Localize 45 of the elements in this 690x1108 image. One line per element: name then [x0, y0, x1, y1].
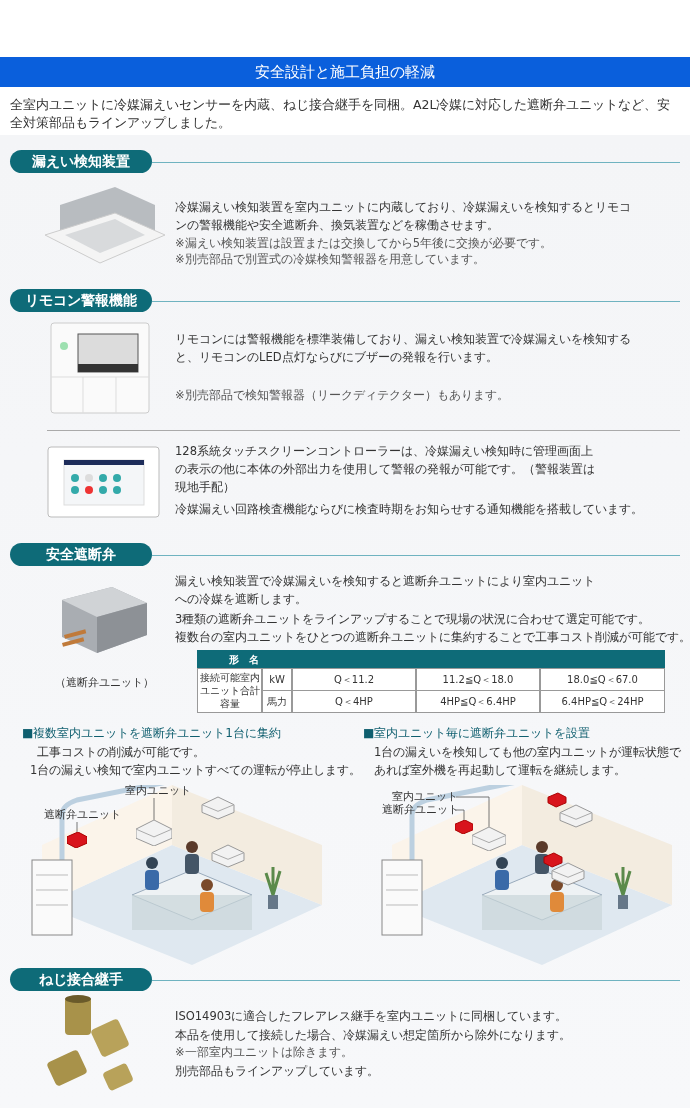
- description-text: ISO14903に適合したフレアレス継手を室内ユニットに同梱しています。: [175, 1008, 569, 1025]
- description-text: 3種類の遮断弁ユニットをラインアップすることで現場の状況に合わせて選定可能です。: [175, 611, 652, 628]
- leader-line: [455, 796, 490, 828]
- section-heading: ねじ接合継手: [10, 968, 152, 991]
- intro-text: 全室内ユニットに冷媒漏えいセンサーを内蔵、ねじ接合継手を同梱。A2L冷媒に対応した遮断弁ユニットなど、安全対策部品もラインアップしました。: [10, 96, 672, 132]
- leader-line: [455, 809, 465, 821]
- table-cell: 18.0≦Q＜67.0: [540, 668, 665, 691]
- description-text: 1台の漏えいを検知しても他の室内ユニットが運転状態であれば室外機を再起動して運転を継続します。: [374, 744, 683, 779]
- section-heading: リモコン警報機能: [10, 289, 152, 312]
- indoor-unit-icon: [472, 827, 506, 851]
- table-cell: 6.4HP≦Q＜24HP: [540, 690, 665, 713]
- shutoff-valve-icon: [455, 820, 473, 834]
- description-text: 1台の漏えい検知で室内ユニットすべての運転が停止します。: [30, 762, 360, 779]
- description-text: 128系統タッチスクリーンコントローラーは、冷媒漏えい検知時に管理画面上の表示の他に本体の外部出力を使用して警報の発報が可能です。（警報装置は現地手配）: [175, 443, 595, 496]
- section-heading: 漏えい検知装置: [10, 150, 152, 173]
- description-text: リモコンには警報機能を標準装備しており、漏えい検知装置で冷媒漏えいを検知すると、リモコンのLED点灯ならびにブザーの発報を行います。: [175, 331, 632, 366]
- leader-line: [76, 821, 78, 833]
- note-text: ※別売部品で検知警報器（リークディテクター）もあります。: [175, 388, 510, 403]
- table-cell: Q＜11.2: [292, 668, 416, 691]
- table-cell: 馬力: [262, 690, 292, 713]
- leader-line: [153, 797, 155, 821]
- indoor-unit-icon: [136, 820, 172, 846]
- note-text: ※別売部品で別置式の冷媒検知警報器を用意しています。: [175, 252, 486, 267]
- table-cell: 接続可能室内ユニット合計容量: [197, 668, 262, 713]
- subheading: ■複数室内ユニットを遮断弁ユニット1台に集約: [22, 725, 282, 742]
- note-text: ※一部室内ユニットは除きます。: [175, 1045, 354, 1060]
- description-text: 工事コストの削減が可能です。: [37, 744, 206, 761]
- description-text: 別売部品もラインアップしています。: [175, 1063, 380, 1080]
- table-header-text: 形 名: [227, 652, 260, 667]
- table-cell: 4HP≦Q＜6.4HP: [416, 690, 540, 713]
- part-label: 室内ユニット: [125, 784, 187, 798]
- description-text: 本品を使用して接続した場合、冷媒漏えい想定箇所から除外になります。: [175, 1027, 572, 1044]
- section-heading: 安全遮断弁: [10, 543, 152, 566]
- description-text: 漏えい検知装置で冷媒漏えいを検知すると遮断弁ユニットにより室内ユニットへの冷媒を遮断します。: [175, 573, 595, 608]
- description-text: 冷媒漏えい検知装置を室内ユニットに内蔵しており、冷媒漏えいを検知するとリモコンの警報機能や安全遮断弁、換気装置などを稼働させます。: [175, 199, 632, 234]
- shutoff-valve-icon: [67, 832, 87, 848]
- note-text: ※漏えい検知装置は設置または交換してから5年後に交換が必要です。: [175, 236, 553, 251]
- part-label: 室内ユニット: [392, 790, 454, 804]
- image-caption: （遮断弁ユニット）: [55, 675, 155, 691]
- table-cell: kW: [262, 668, 292, 691]
- table-cell: Q＜4HP: [292, 690, 416, 713]
- subheading: ■室内ユニット毎に遮断弁ユニットを設置: [363, 725, 592, 742]
- table-cell: 11.2≦Q＜18.0: [416, 668, 540, 691]
- title-banner: 安全設計と施工負担の軽減: [0, 57, 690, 87]
- description-text: 冷媒漏えい回路検査機能ならびに検査時期をお知らせする通知機能を搭載しています。: [175, 501, 644, 518]
